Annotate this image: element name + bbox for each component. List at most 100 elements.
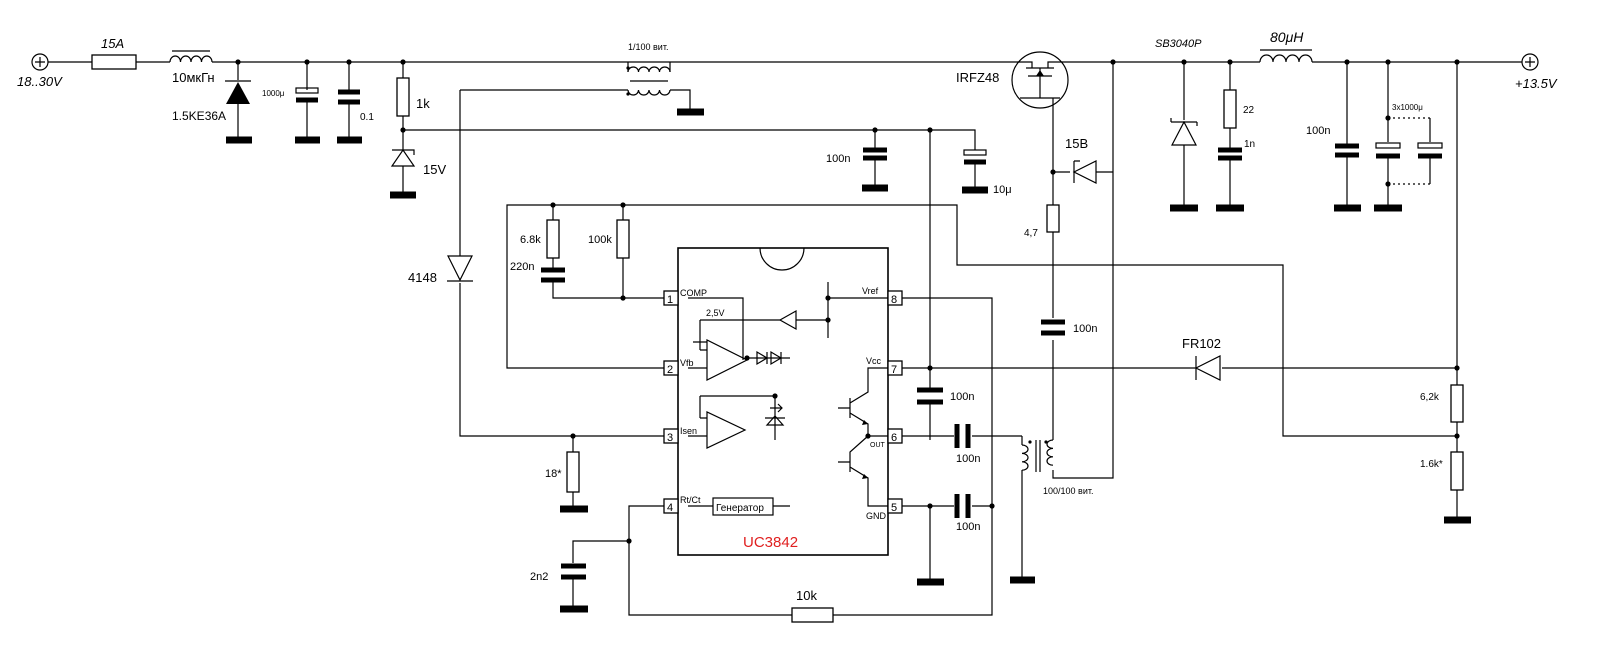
pin-3-number: 3 — [667, 432, 673, 444]
resistor-1k-label: 1k — [416, 96, 430, 111]
cap-220n — [541, 267, 565, 283]
diode-fr102 — [1194, 355, 1221, 381]
resistor-1-6k-label: 1.6k* — [1420, 459, 1443, 470]
wires-top-rail — [48, 61, 1522, 368]
resistor-10k — [791, 607, 834, 623]
cap-100n-gnd-label: 100n — [956, 521, 980, 533]
mosfet-label: IRFZ48 — [956, 70, 999, 85]
input-inductor-label: 10мкГн — [172, 70, 215, 85]
pin-4-name: Rt/Ct — [680, 495, 701, 505]
resistor-4-7 — [1046, 204, 1060, 233]
ic-name-label: UC3842 — [743, 534, 798, 551]
zener-15b-label: 15В — [1065, 136, 1088, 151]
cap-220n-label: 220n — [510, 261, 534, 273]
gate-transformer — [1021, 439, 1054, 472]
resistor-6-2k-label: 6,2k — [1420, 392, 1440, 403]
transformer-gate-label: 100/100 вит. — [1043, 486, 1093, 496]
resistor-18 — [566, 451, 580, 493]
cap-100n-vcc-label: 100n — [950, 391, 974, 403]
ic-uc3842 — [677, 247, 889, 556]
fuse — [91, 54, 137, 70]
resistor-18-label: 18* — [545, 468, 562, 480]
zener-15v-label: 15V — [423, 162, 446, 177]
resistor-6-8k-label: 6.8k — [520, 234, 541, 246]
input-terminal — [31, 53, 49, 71]
input-cap-ceramic — [338, 89, 360, 105]
ic-internals — [688, 282, 888, 516]
input-cap-electrolytic-label: 1000μ — [262, 89, 285, 98]
zener-15v — [390, 148, 416, 167]
cap-100n-out — [1335, 143, 1359, 158]
generator-label: Генератор — [716, 503, 764, 514]
fuse-label: 15A — [101, 36, 124, 51]
pin-boxes — [663, 290, 903, 514]
resistor-4-7-label: 4,7 — [1024, 228, 1038, 239]
cap-2n2 — [561, 563, 586, 580]
output-terminal — [1521, 53, 1539, 71]
cap-10u — [963, 149, 987, 165]
resistor-100k-label: 100k — [588, 234, 612, 246]
pin-1-name: COMP — [680, 288, 707, 298]
input-cap-ceramic-label: 0.1 — [360, 112, 374, 123]
zener-15b — [1072, 160, 1097, 184]
resistor-22-label: 22 — [1243, 105, 1255, 116]
pin-5-name: GND — [866, 511, 887, 521]
pin-2-name: Vfb — [680, 358, 694, 368]
wires-output-caps — [1346, 62, 1431, 208]
cap-100n-out-label: 100n — [1306, 125, 1330, 137]
resistor-22 — [1223, 89, 1237, 129]
diode-4148 — [447, 255, 473, 282]
current-transformer — [626, 66, 671, 96]
cap-100n-out-pin-label: 100n — [956, 453, 980, 465]
wires-feedback-divider — [506, 62, 1458, 518]
resistor-100k — [616, 219, 630, 259]
cap-100n-gate — [1041, 319, 1065, 336]
transformer-top-label: 1/100 вит. — [628, 42, 668, 52]
cap-100n-vcc — [917, 387, 943, 405]
vref-2-5v-label: 2,5V — [706, 308, 725, 318]
resistor-6-2k — [1450, 384, 1464, 423]
resistor-1k — [396, 77, 410, 117]
cap-10u-label: 10μ — [993, 184, 1012, 196]
cap-2n2-label: 2n2 — [530, 571, 548, 583]
pin-6-name: OUT — [870, 442, 886, 449]
wires-comp-network — [459, 90, 993, 616]
schottky-sb3040p — [1170, 62, 1198, 208]
cap-100n-top-label: 100n — [826, 153, 850, 165]
pin-2-number: 2 — [667, 364, 673, 376]
cap-1n — [1218, 147, 1242, 161]
pin-3-name: Isen — [680, 426, 697, 436]
pin-8-name: Vref — [862, 286, 879, 296]
resistor-1-6k — [1450, 451, 1464, 491]
pin-1-number: 1 — [667, 294, 673, 306]
tvs-diode-label: 1.5KE36A — [172, 109, 226, 123]
output-electrolytics — [1375, 142, 1443, 159]
cap-100n-gnd — [954, 494, 971, 518]
cap-100n-out-pin — [954, 424, 971, 448]
wires-gate — [1052, 62, 1114, 479]
pin-5-number: 5 — [891, 502, 897, 514]
input-inductor — [169, 50, 213, 63]
diode-fr102-label: FR102 — [1182, 336, 1221, 351]
resistor-10k-label: 10k — [796, 588, 817, 603]
resistor-6-8k — [546, 219, 560, 259]
inductor-80uh — [1259, 49, 1313, 63]
pin-7-number: 7 — [891, 364, 897, 376]
pin-4-number: 4 — [667, 502, 673, 514]
cap-100n-gate-label: 100n — [1073, 323, 1097, 335]
output-voltage-label: +13.5V — [1515, 76, 1558, 91]
cap-100n-top — [863, 147, 887, 161]
input-cap-electrolytic — [295, 87, 319, 103]
input-voltage-label: 18..30V — [17, 74, 63, 89]
inductor-80uh-label: 80μH — [1270, 29, 1304, 45]
junction-dots — [235, 59, 1460, 544]
tvs-diode — [225, 80, 251, 104]
mosfet-irfz48 — [1011, 51, 1072, 109]
pin-6-number: 6 — [891, 432, 897, 444]
schottky-label: SB3040P — [1155, 38, 1202, 50]
diode-4148-label: 4148 — [408, 270, 437, 285]
pin-7-name: Vcc — [866, 356, 882, 366]
output-caps-label: 3x1000μ — [1392, 103, 1423, 112]
pin-8-number: 8 — [891, 294, 897, 306]
